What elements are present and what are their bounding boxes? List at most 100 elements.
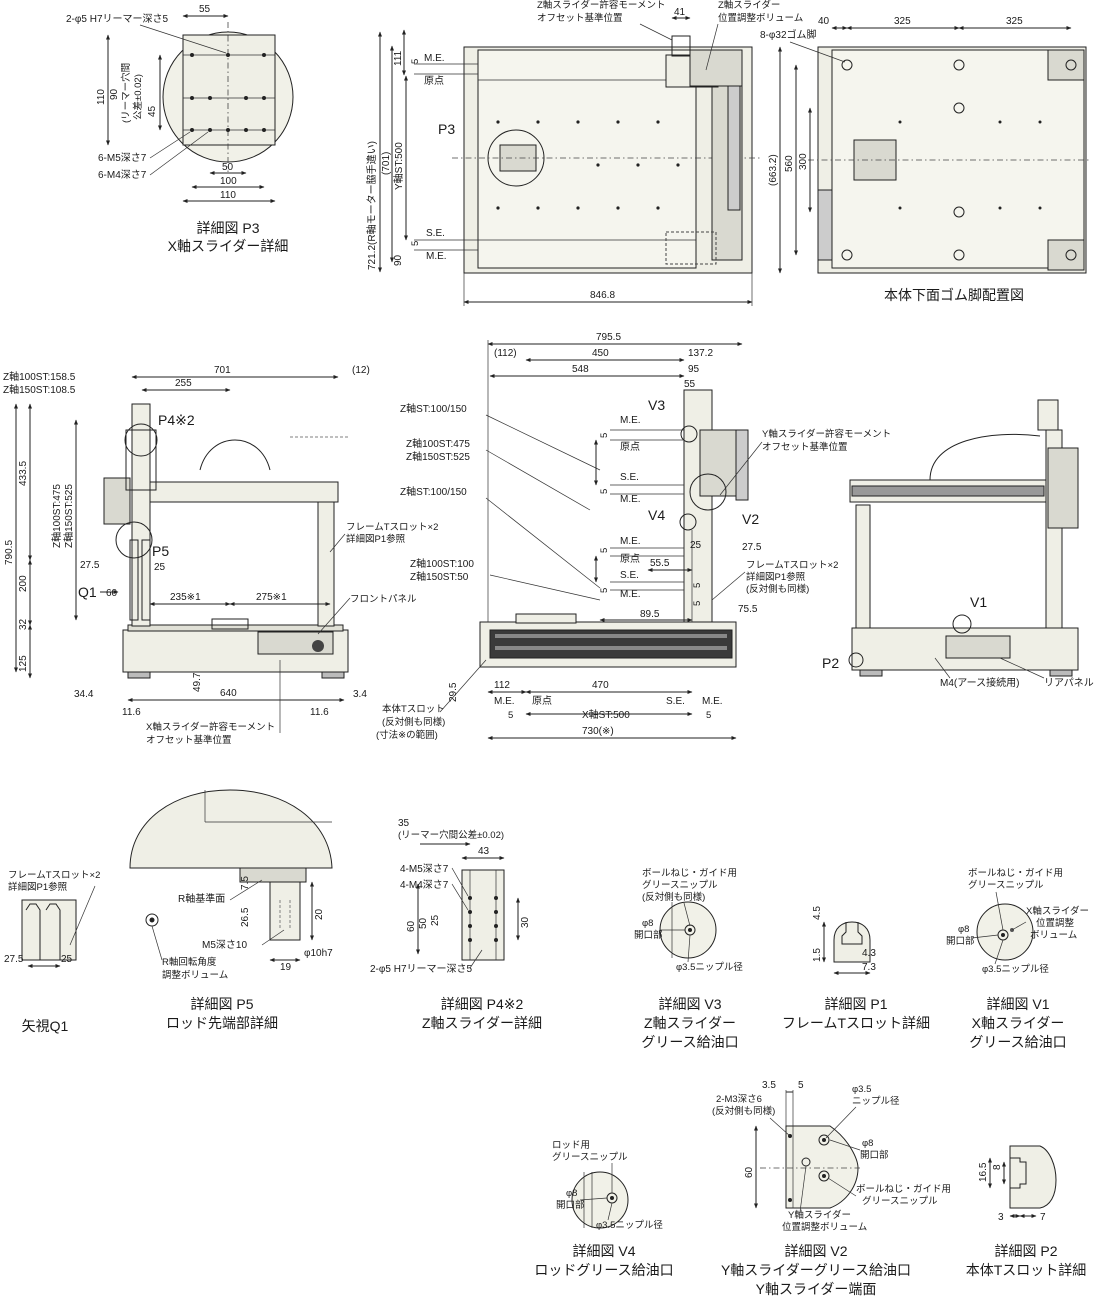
p5-dim-19: 19	[280, 962, 292, 973]
p4-dim-50: 50	[418, 917, 429, 929]
front-dim-3-4: 3.4	[353, 689, 367, 700]
v4-caption-1: 詳細図 V4	[572, 1243, 635, 1259]
side-dim-5a: 5	[599, 433, 610, 438]
front-dim-32: 32	[18, 618, 29, 630]
top-dim-5a: 5	[410, 59, 421, 64]
side-me-1: M.E.	[620, 415, 641, 426]
p1-caption-2: フレームTスロット詳細	[782, 1015, 930, 1031]
v2-phi8: φ8	[862, 1138, 873, 1149]
v1-phi8: φ8	[958, 924, 969, 935]
detail-p1: 4.5 1.5 4.3 7.3 詳細図 P1 フレームTスロット詳細	[782, 906, 930, 1031]
p4-dim-25: 25	[430, 914, 441, 926]
rear-panel	[945, 635, 1011, 659]
p5-dome	[129, 789, 333, 869]
side-view: V3 V4 V2 795.5 (112) 450 137.2 548 95 55…	[376, 332, 891, 741]
side-z100-475: Z軸100ST:475	[406, 437, 470, 450]
v2-m3-1: 2-M3深さ6	[716, 1094, 762, 1105]
p3-dim-45: 45	[147, 105, 158, 117]
front-tslot-2: 詳細図P1参照	[346, 533, 406, 545]
v3-phi8: φ8	[642, 918, 653, 929]
bottom-dim-560: 560	[784, 155, 795, 172]
p3-caption-1: 詳細図 P3	[196, 220, 259, 236]
front-dim-z100-475: Z軸100ST:475	[50, 484, 63, 548]
v1-circle	[976, 903, 1034, 961]
side-zst-1: Z軸ST:100/150	[400, 402, 467, 415]
front-panel-label: フロントパネル	[350, 594, 417, 605]
p5-phi10: φ10h7	[304, 948, 333, 959]
side-dim-470: 470	[592, 680, 609, 691]
front-dim-255: 255	[175, 378, 192, 389]
rear-p2-label: P2	[822, 655, 839, 671]
front-dim-27-5: 27.5	[80, 560, 100, 571]
top-z-moment-1: Z軸スライダー許容モーメント	[537, 0, 666, 11]
rear-p2-callout	[848, 652, 864, 668]
v2-phi35: φ3.5	[852, 1084, 871, 1095]
p4-dim-60: 60	[406, 920, 417, 932]
bottom-dim-325a: 325	[894, 16, 911, 27]
rear-view: V1 P2 M4(アース接続用) リアパネル	[822, 399, 1094, 689]
front-dim-60: 60	[106, 588, 118, 599]
p3-label-m4: 6-M4深さ7	[98, 169, 147, 181]
side-dim-95: 95	[688, 364, 700, 375]
bottom-dim-663: (663.2)	[768, 154, 779, 186]
rear-panel-label: リアパネル	[1044, 677, 1094, 689]
p3-dim-100: 100	[220, 176, 237, 187]
top-dim-111: 111	[393, 50, 404, 66]
side-dim-5b: 5	[599, 489, 610, 494]
side-dim-89-5: 89.5	[640, 609, 660, 620]
bottom-view-holes	[898, 120, 1042, 210]
side-dim-5f: 5	[692, 601, 703, 606]
side-x-me-1: M.E.	[494, 696, 515, 707]
p1-dim-4-5: 4.5	[812, 906, 823, 920]
v1-phi35: φ3.5ニップル径	[982, 963, 1049, 975]
p3-dim-110: 110	[96, 89, 107, 105]
side-dim-27-5: 27.5	[742, 542, 762, 553]
v2-vol-2: 位置調整ボリューム	[782, 1221, 867, 1233]
side-se-1: S.E.	[620, 472, 639, 483]
p5-r-ref: R軸基準面	[178, 892, 225, 905]
top-dim-5b: 5	[410, 241, 421, 246]
p2-dim-3: 3	[998, 1212, 1004, 1223]
p3-dim-110b: 110	[220, 190, 236, 201]
p4-dim-30: 30	[520, 916, 531, 928]
front-dim-200: 200	[18, 575, 29, 592]
v2-dim-3-5: 3.5	[762, 1080, 776, 1091]
v2-caption-2: Y軸スライダーグリース給油口	[721, 1262, 911, 1278]
front-right-column	[317, 499, 335, 627]
side-body-tslot-3: (寸法※の範囲)	[376, 729, 438, 741]
detail-v2: 3.5 5 2-M3深さ6 (反対側も同様) 60 φ3.5 ニップル径 φ8 …	[712, 1080, 951, 1297]
side-dim-5c: 5	[599, 548, 610, 553]
side-x-slider	[515, 613, 577, 624]
v1-vol-1: X軸スライダー	[1026, 905, 1089, 917]
p2-dim-7: 7	[1040, 1212, 1046, 1223]
v3-nipple-3: (反対側も同様)	[642, 891, 705, 903]
front-z100-offset: Z軸100ST:158.5	[3, 370, 76, 383]
detail-v1: ボールねじ・ガイド用 グリースニップル φ8 開口部 X軸スライダー 位置調整 …	[946, 868, 1089, 1050]
side-dim-548: 548	[572, 364, 589, 375]
bottom-dim-325b: 325	[1006, 16, 1023, 27]
side-dim-29-5: 29.5	[448, 682, 459, 702]
p5-caption-1: 詳細図 P5	[190, 996, 253, 1012]
front-dim-49-7: 49.7	[192, 672, 203, 692]
v3-nipple-2: グリースニップル	[642, 879, 718, 891]
front-view: P4※2 P5 Q1 Z軸100ST:158.5 Z軸150ST:108.5 7…	[3, 365, 438, 746]
v4-caption-2: ロッドグリース給油口	[534, 1262, 673, 1278]
p5-vol-1: R軸回転角度	[162, 956, 217, 968]
v3-caption-1: 詳細図 V3	[658, 996, 721, 1012]
side-dim-55-5: 55.5	[650, 558, 670, 569]
side-z100-100: Z軸100ST:100	[410, 557, 474, 570]
p5-rod	[269, 881, 301, 941]
detail-v3: ボールねじ・ガイド用 グリースニップル (反対側も同様) φ8 開口部 φ3.5…	[634, 868, 743, 1050]
top-dim-701: (701)	[381, 152, 392, 175]
v2-m3-2: (反対側も同様)	[712, 1105, 775, 1117]
side-dim-25: 25	[690, 540, 702, 551]
side-dim-112: (112)	[494, 348, 517, 359]
detail-q1: フレームTスロット×2 詳細図P1参照 27.5 25 矢視Q1	[4, 870, 100, 1034]
v2-end-face	[785, 1125, 859, 1209]
side-body-tslot-2: (反対側も同様)	[382, 716, 445, 728]
front-p4-label: P4※2	[158, 412, 195, 428]
side-x-origin: 原点	[532, 695, 552, 707]
front-dim-34-4: 34.4	[74, 689, 94, 700]
p3-label-reamer: 2-φ5 H7リーマー深さ5	[66, 13, 168, 25]
q1-caption: 矢視Q1	[22, 1018, 69, 1034]
